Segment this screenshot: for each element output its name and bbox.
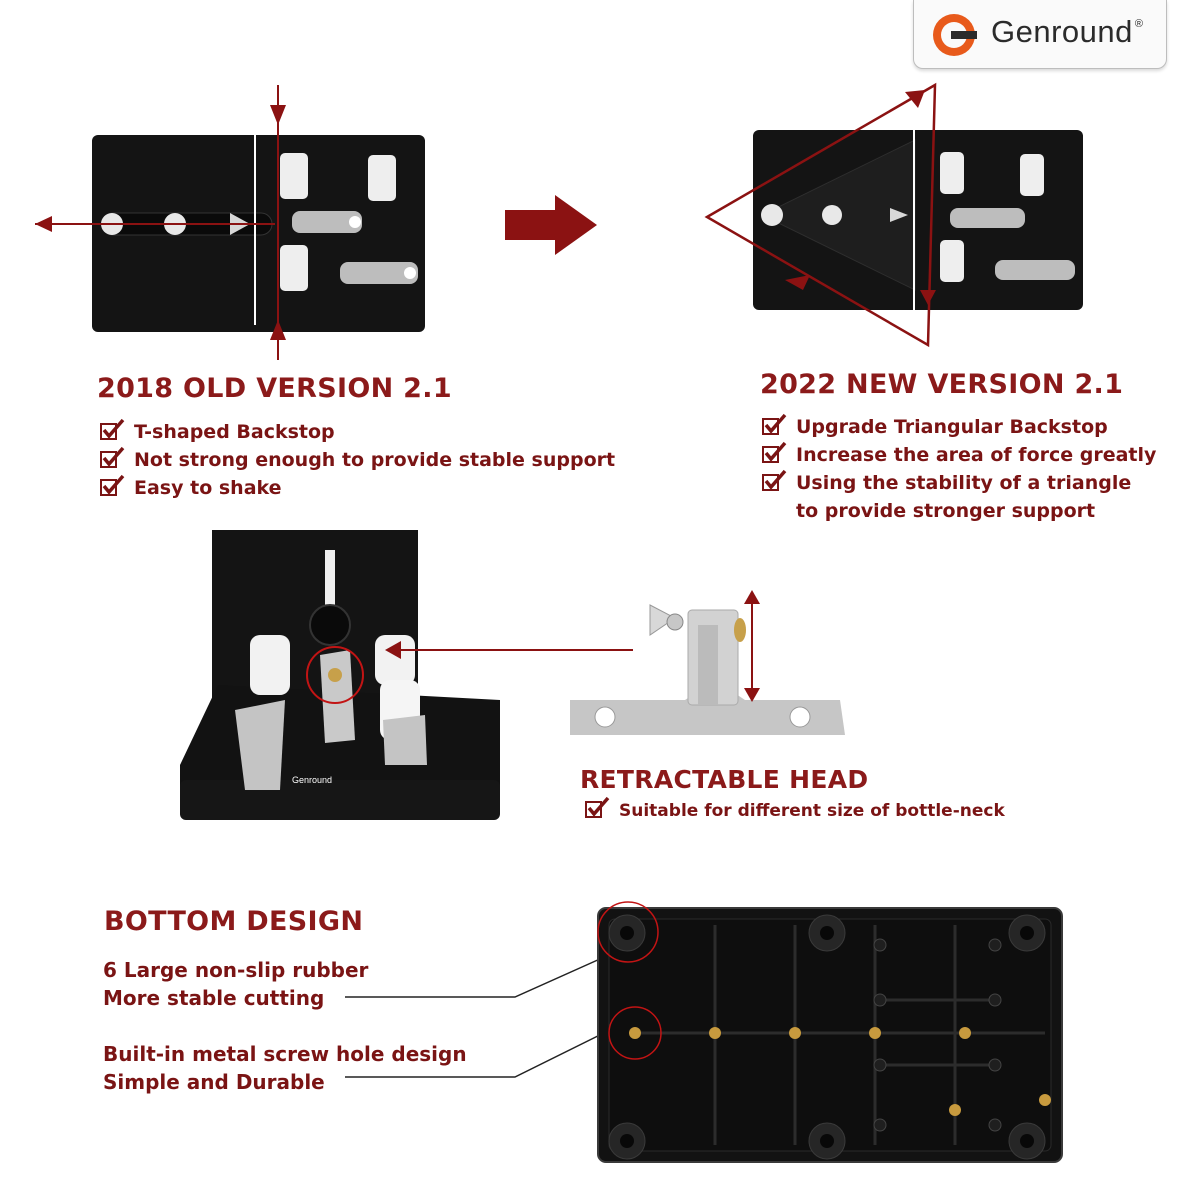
cutter-device-image: Genround bbox=[180, 530, 500, 820]
new-bullet-3-label: Using the stability of a triangle bbox=[796, 472, 1132, 494]
check-icon bbox=[100, 446, 125, 468]
new-bullet-2-label: Increase the area of force greatly bbox=[796, 444, 1157, 466]
new-version-title: 2022 NEW VERSION 2.1 bbox=[760, 369, 1124, 400]
brand-logo: Genround® bbox=[913, 0, 1167, 69]
old-version-title: 2018 OLD VERSION 2.1 bbox=[97, 373, 452, 404]
new-bullet-1: Upgrade Triangular Backstop bbox=[762, 413, 1156, 441]
right-arrow-icon bbox=[505, 195, 597, 255]
old-version-board-image bbox=[35, 85, 425, 360]
brand-name: Genround bbox=[991, 14, 1133, 49]
pointer-arrow bbox=[385, 641, 633, 659]
check-icon bbox=[762, 469, 787, 491]
new-version-board-image bbox=[704, 82, 1083, 348]
new-bullet-2: Increase the area of force greatly bbox=[762, 441, 1156, 469]
retractable-bullet: Suitable for different size of bottle-ne… bbox=[585, 796, 1005, 825]
new-bullet-3: Using the stability of a triangle bbox=[762, 469, 1156, 497]
bottom-feature-1-line-2: More stable cutting bbox=[103, 986, 325, 1010]
check-icon bbox=[100, 474, 125, 496]
check-icon bbox=[762, 441, 787, 463]
new-bullet-4: to provide stronger support bbox=[762, 497, 1156, 525]
old-bullet-2: Not strong enough to provide stable supp… bbox=[100, 446, 615, 474]
old-bullet-2-label: Not strong enough to provide stable supp… bbox=[134, 449, 616, 471]
callout-lines bbox=[345, 949, 621, 1078]
retractable-title: RETRACTABLE HEAD bbox=[580, 765, 869, 794]
bottom-feature-1-line-1: 6 Large non-slip rubber bbox=[103, 958, 369, 982]
old-bullet-3: Easy to shake bbox=[100, 474, 615, 502]
bottom-title: BOTTOM DESIGN bbox=[104, 906, 364, 937]
check-icon bbox=[762, 413, 787, 435]
bottom-feature-1: 6 Large non-slip rubber More stable cutt… bbox=[103, 956, 368, 1012]
logo-icon bbox=[933, 14, 977, 56]
old-bullet-3-label: Easy to shake bbox=[134, 477, 282, 499]
bottom-feature-2: Built-in metal screw hole design Simple … bbox=[103, 1040, 467, 1096]
new-bullet-1-label: Upgrade Triangular Backstop bbox=[796, 416, 1108, 438]
retractable-bullet-label: Suitable for different size of bottle-ne… bbox=[619, 801, 1005, 821]
old-bullet-1: T-shaped Backstop bbox=[100, 418, 615, 446]
registered-mark: ® bbox=[1134, 18, 1144, 30]
old-bullet-1-label: T-shaped Backstop bbox=[134, 421, 335, 443]
old-version-bullets: T-shaped Backstop Not strong enough to p… bbox=[100, 418, 615, 502]
cutter-board-label: Genround bbox=[292, 775, 332, 785]
new-version-bullets: Upgrade Triangular Backstop Increase the… bbox=[762, 413, 1156, 525]
bottom-view-image bbox=[597, 901, 1063, 1163]
check-icon bbox=[100, 418, 125, 440]
check-icon bbox=[585, 796, 610, 818]
bottom-feature-2-line-1: Built-in metal screw hole design bbox=[103, 1042, 467, 1066]
retractable-head-image bbox=[570, 590, 845, 735]
new-bullet-4-label: to provide stronger support bbox=[796, 500, 1096, 522]
bottom-feature-2-line-2: Simple and Durable bbox=[103, 1070, 325, 1094]
